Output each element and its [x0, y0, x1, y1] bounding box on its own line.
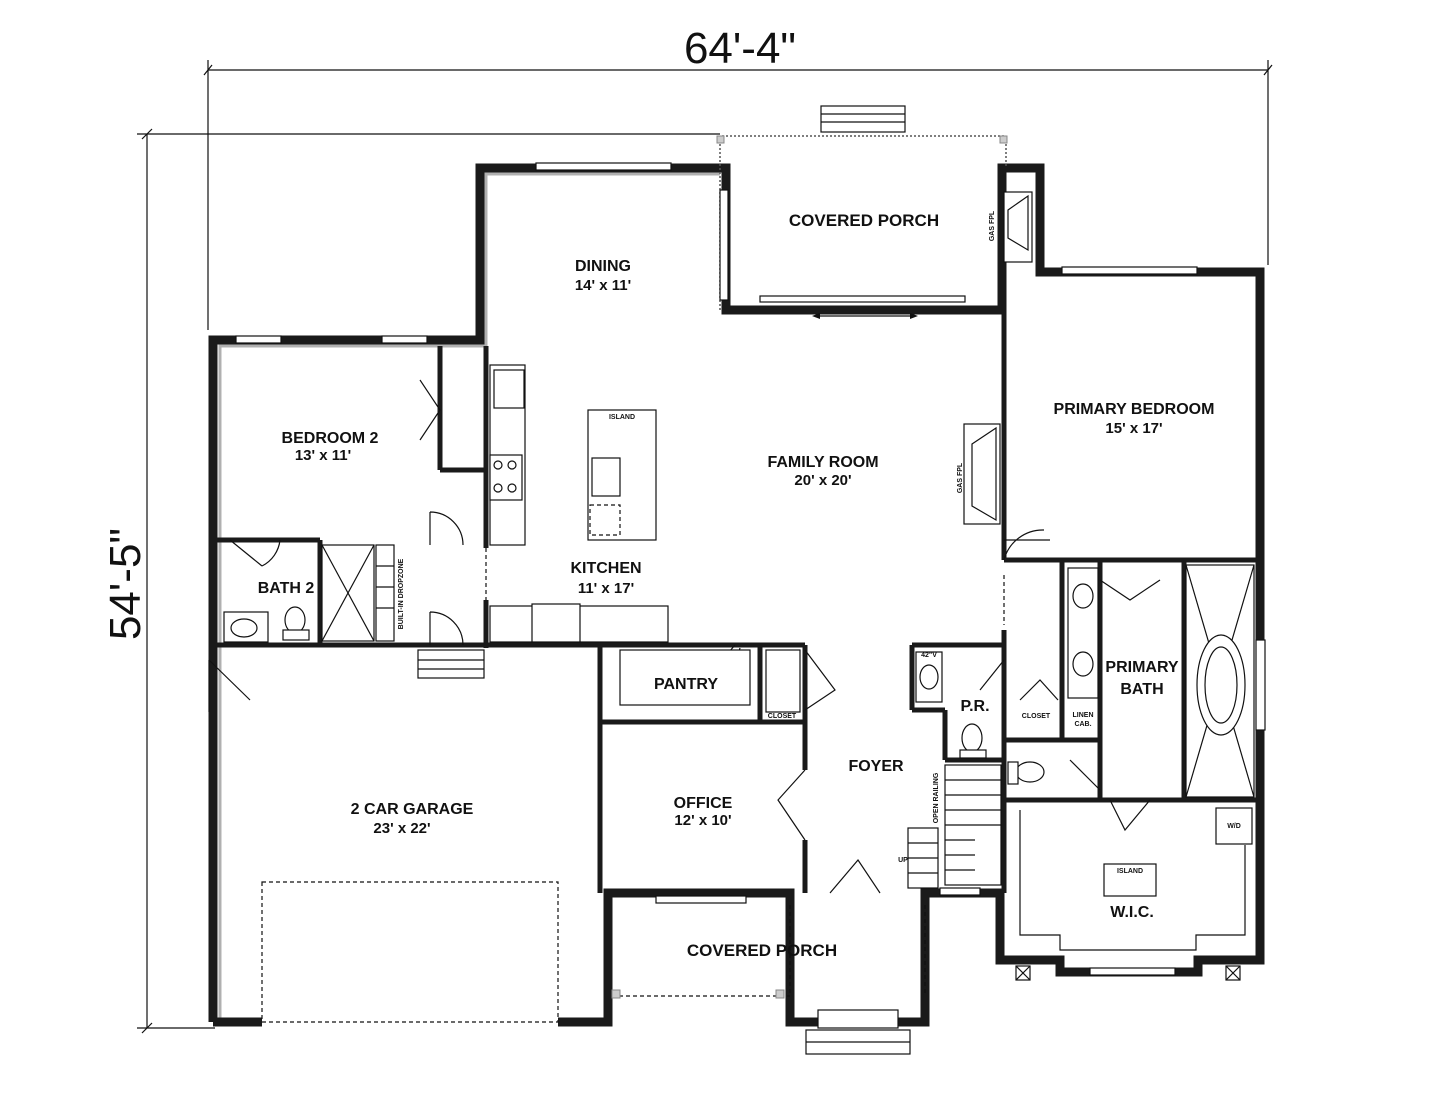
label-linen-2: CAB.: [1074, 721, 1091, 728]
wic-fixtures: [1015, 807, 1253, 981]
label-garage: 2 CAR GARAGE: [351, 801, 474, 818]
washer-dryer: [1215, 807, 1253, 845]
openings: [261, 548, 1005, 1023]
family-fireplace: [963, 423, 1001, 525]
front-steps: [611, 135, 1008, 1055]
powder-and-stairs: [907, 651, 1002, 889]
width-dimension-label: 64'-4": [684, 24, 796, 73]
label-bedroom2: BEDROOM 2: [282, 430, 379, 447]
bath2-fixtures: [223, 544, 485, 679]
label-kitchen-size: 11' x 17': [578, 580, 634, 597]
label-up: UP: [898, 857, 908, 864]
label-family-room: FAMILY ROOM: [767, 454, 878, 471]
label-vanity-42: 42"V: [921, 652, 937, 659]
doors: [208, 379, 1161, 894]
label-gas-fpl-porch: GAS FPL: [989, 210, 996, 241]
sliding-door: [759, 295, 966, 303]
label-island-wic: ISLAND: [1117, 868, 1143, 875]
interior-walls: [213, 272, 1260, 1027]
label-linen-1: LINEN: [1073, 712, 1094, 719]
label-primary-bedroom: PRIMARY BEDROOM: [1054, 401, 1215, 418]
windows: [235, 162, 1266, 976]
garage-steps: [417, 649, 485, 679]
label-bath2: BATH 2: [258, 580, 315, 597]
label-built-in-dropzone: BUILT-IN DROPZONE: [398, 558, 405, 629]
label-covered-porch-front: COVERED PORCH: [687, 941, 837, 960]
dimension-depth: 54'-5": [101, 128, 720, 1034]
sink: [591, 457, 621, 497]
label-gas-fpl-family: GAS FPL: [957, 462, 964, 493]
label-office-size: 12' x 10': [674, 812, 731, 829]
label-garage-size: 23' x 22': [373, 820, 430, 837]
pantry-shelves: [619, 649, 751, 706]
rear-steps: [820, 105, 906, 133]
label-primary-bath-1: PRIMARY: [1105, 659, 1179, 676]
small-annotations: ISLAND ISLAND GAS FPL GAS FPL BUILT-IN D…: [398, 210, 1241, 875]
label-foyer: FOYER: [848, 758, 904, 775]
rear-covered-porch: [719, 105, 1033, 319]
label-island-kitchen: ISLAND: [609, 414, 635, 421]
label-kitchen: KITCHEN: [570, 560, 641, 577]
label-wd: W/D: [1227, 823, 1241, 830]
label-powder-room: P.R.: [960, 698, 989, 715]
label-closet-bath: CLOSET: [1022, 713, 1051, 720]
label-closet-foyer: CLOSET: [768, 713, 797, 720]
label-dining-size: 14' x 11': [575, 277, 631, 294]
label-primary-bath-2: BATH: [1120, 681, 1163, 698]
label-covered-porch-rear: COVERED PORCH: [789, 211, 939, 230]
label-wic: W.I.C.: [1110, 904, 1154, 921]
label-open-railing: OPEN RAILING: [933, 772, 940, 823]
dimension-width: 64'-4": [203, 24, 1273, 330]
label-pantry: PANTRY: [654, 676, 718, 693]
wic-island: [1103, 863, 1157, 897]
garage-door: [261, 881, 559, 1023]
depth-dimension-label: 54'-5": [101, 528, 150, 640]
kitchen-fixtures: [489, 364, 801, 713]
primary-bath-fixtures: [1007, 564, 1255, 798]
label-family-room-size: 20' x 20': [794, 472, 851, 489]
room-labels: COVERED PORCH DINING 14' x 11' BEDROOM 2…: [258, 211, 1215, 960]
label-dining: DINING: [575, 258, 631, 275]
label-office: OFFICE: [674, 795, 733, 812]
label-primary-bedroom-size: 15' x 17': [1105, 420, 1162, 437]
label-bedroom2-size: 13' x 11': [295, 447, 351, 464]
